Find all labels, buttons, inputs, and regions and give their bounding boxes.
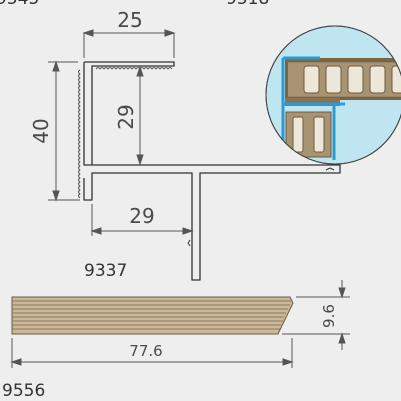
- code-board: 9556: [2, 381, 45, 401]
- dim-inner-height: 29: [114, 104, 138, 129]
- t-profile-ribbing: [78, 69, 81, 199]
- t-profile-top-flange: [84, 61, 175, 165]
- dimension-lines: [48, 29, 194, 236]
- t-profile: [78, 61, 341, 281]
- code-top-right: 9518: [226, 0, 269, 9]
- dim-board-thickness: 9.6: [320, 304, 338, 328]
- t-profile-notch: [325, 167, 335, 171]
- dim-top-width: 25: [117, 8, 142, 32]
- t-profile-outline: [83, 62, 341, 281]
- code-top-left: 9545: [0, 0, 39, 9]
- t-profile-flange-ribbing: [95, 67, 173, 70]
- dim-total-height: 40: [29, 118, 53, 143]
- t-profile-notch-lower: [187, 239, 191, 247]
- deck-installation-detail-icon: [265, 25, 401, 165]
- decking-board: [11, 296, 294, 335]
- dim-lower-width: 29: [129, 204, 154, 228]
- board-dimension-lines: [10, 280, 350, 368]
- dim-board-width: 77.6: [129, 342, 162, 360]
- code-profile: 9337: [84, 261, 127, 281]
